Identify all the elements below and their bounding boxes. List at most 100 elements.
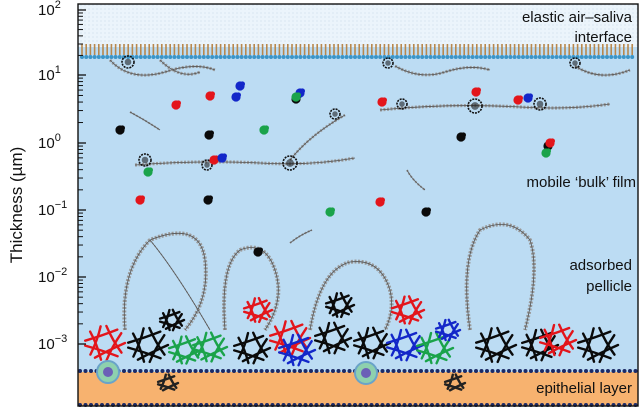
pellicle-protein-coil [539,323,578,357]
pellicle-protein-coil [167,335,203,365]
lipid-head [218,55,223,59]
lipid-head [588,55,593,59]
lipid-head [315,55,320,59]
lipid-head [222,55,227,59]
lipid-head [138,55,143,59]
protein-blob-lobe [545,148,552,154]
lipid-head [239,55,244,59]
lipid-head [201,55,206,59]
lipid-head [172,55,177,59]
membrane-dot-top [331,369,335,373]
lipid-head [185,55,189,59]
protein-blob-lobe [549,138,556,144]
mucin-knot-core [204,162,210,168]
membrane-dot-top [83,369,88,373]
lipid-head [567,55,572,59]
membrane-dot-top [127,369,132,373]
lipid-head [600,55,605,59]
epithelial-label: epithelial layer [536,380,632,397]
lipid-head [353,55,357,59]
membrane-dot-top [199,369,203,373]
lipid-head [479,55,483,59]
pellicle-protein-coil [475,326,518,364]
membrane-dot-top [265,369,269,373]
mucin-backbone [109,59,216,76]
mucin-knot-core [536,100,544,108]
lipid-head [416,55,420,59]
interface-label-line1: elastic air–saliva [522,9,633,26]
membrane-dot-top [540,369,544,373]
pellicle-protein-coil [192,331,229,363]
lipid-head [466,55,471,59]
lipid-head [285,55,290,59]
pellicle-label-line2: pellicle [586,278,632,295]
lipid-head [210,55,215,59]
lipid-head [403,55,408,59]
membrane-dot-top [578,369,583,373]
membrane-dot-top [259,369,264,373]
membrane-dot-top [446,369,451,373]
membrane-dot-top [424,369,429,373]
lipid-head [563,55,567,59]
lipid-head [382,55,387,59]
mucin-knot-core [572,60,578,66]
membrane-dot-top [325,369,330,373]
lipid-head [256,55,261,59]
membrane-dot-top [523,369,528,373]
pellicle-protein-coil [156,373,180,392]
tick-label: 102 [38,0,61,19]
membrane-dot-top [628,369,632,373]
membrane-dot-top [248,369,253,373]
membrane-dot-top [606,369,610,373]
pellicle-protein-coil [126,326,170,364]
lipid-monolayer [80,44,635,59]
lipid-head [344,55,349,59]
membrane-dot-top [463,369,467,373]
lipid-head [260,55,265,59]
mucin-backbone [574,65,631,76]
pellicle-protein-coil [443,373,467,392]
mucin-knot [282,155,298,171]
mucin-knot [396,98,408,110]
lipid-head [424,55,429,59]
lipid-head [558,55,563,59]
protein-blob-lobe [295,92,301,98]
membrane-dot-top [573,369,577,373]
lipid-head [395,55,399,59]
protein-blob-lobe [147,167,153,173]
lipid-head [474,55,479,59]
pellicle-proteins [84,291,620,392]
mucin-backbone [379,103,611,111]
lipid-head [109,55,114,59]
lipid-head [437,55,441,59]
lipid-head [147,55,152,59]
pellicle-protein-coil [353,326,392,360]
lipid-head [533,55,538,59]
membrane-dot-top [380,369,385,373]
membrane-dot-top [490,369,495,373]
mucin-backbone [394,65,491,76]
lipid-head [617,55,622,59]
membrane-dot-top [215,369,220,373]
membrane-dot-top [584,369,588,373]
lipid-head [193,55,198,59]
lipid-head [80,55,84,59]
protein-blob-lobe [379,197,385,203]
membrane-dot-top [336,369,341,373]
lipid-head [306,55,311,59]
lipid-head [529,55,534,59]
lipid-head [168,55,173,59]
lipid-head [273,55,278,59]
lipid-head [302,55,307,59]
membrane-dot-top [567,369,572,373]
lipid-head [487,55,492,59]
mucin-backbone [129,111,161,131]
mucin-backbone [289,114,346,161]
lipid-head [155,55,160,59]
lipid-head [361,55,366,59]
membrane-dot-top [512,369,517,373]
lipid-head [441,55,446,59]
lipid-head [290,55,294,59]
